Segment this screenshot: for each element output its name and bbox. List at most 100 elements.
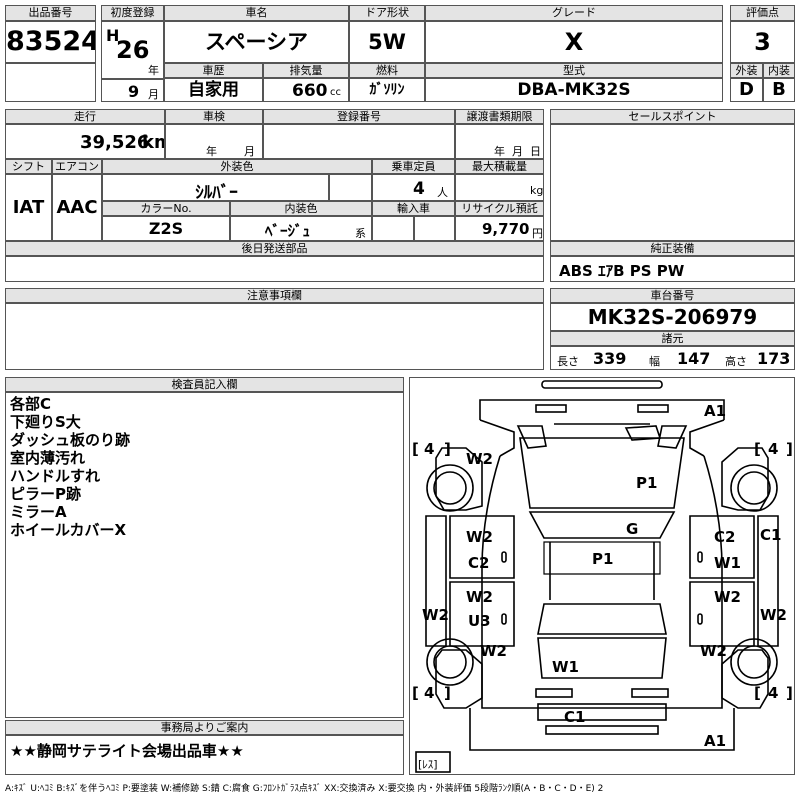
inspector-line: ホイールカバーX: [10, 521, 127, 539]
mileage-label: 走行: [5, 109, 165, 124]
door-cell: 5W: [349, 21, 425, 63]
displacement: 660: [292, 81, 328, 101]
transfer-month: 月: [512, 145, 523, 158]
tyre-fr-open: [: [754, 440, 761, 458]
equipment: ABS ｴｱB PS PW: [559, 262, 685, 280]
score-label: 評価点: [730, 5, 795, 21]
transfer-day: 日: [530, 145, 541, 158]
length-label: 長さ: [557, 355, 579, 368]
ext-color-cell: ｼﾙﾊﾞｰ: [102, 174, 329, 201]
transfer-cell: 年 月 日: [455, 124, 544, 159]
tyre-rl-close: ]: [444, 684, 451, 702]
inspector-line: ダッシュ板のり跡: [10, 431, 131, 449]
ac-cell: AAC: [52, 174, 102, 241]
capacity-label: 乗車定員: [372, 159, 455, 174]
legend: A:ｷｽﾞ U:ﾍｺﾐ B:ｷｽﾞを伴うﾍｺﾐ P:要塗装 W:補修跡 S:錆 …: [5, 784, 604, 794]
inspector-line: ハンドルすれ: [10, 467, 101, 485]
history: 自家用: [188, 80, 239, 100]
mark-w1-right-door: W1: [714, 554, 741, 572]
era: H: [106, 26, 120, 45]
lot-number-cell: 83524: [5, 21, 96, 63]
door-label: ドア形状: [349, 5, 425, 21]
model-cell: DBA-MK32S: [425, 78, 723, 102]
later-parts-label: 後日発送部品: [5, 241, 544, 256]
fuel-label: 燃料: [349, 63, 425, 78]
int-color: ﾍﾞｰｼﾞｭ: [265, 222, 311, 240]
reg-year-unit: 年: [148, 64, 159, 77]
insp-month-unit: 月: [244, 145, 255, 158]
mark-w2-front-door: W2: [466, 528, 493, 546]
grade-label: グレード: [425, 5, 723, 21]
car-outline: A1 W2 P1 G W2 C2 P1 C2 W1 C1 W2 U3 W2 W2…: [412, 380, 793, 773]
tyre-fl-close: ]: [444, 440, 451, 458]
tyre-fl-open: [: [412, 440, 419, 458]
reg-no-label: 登録番号: [263, 109, 455, 124]
color-no-cell: Z2S: [102, 216, 230, 241]
width: 147: [677, 349, 711, 368]
displacement-label: 排気量: [263, 63, 349, 78]
mark-p1-roof: P1: [592, 550, 613, 568]
mark-w2-rear-door: W2: [466, 588, 493, 606]
office-text: ★★静岡サテライト会場出品車★★: [10, 742, 244, 760]
reg-month-unit: 月: [148, 88, 159, 101]
recycle-unit: 円: [532, 227, 543, 240]
exterior-label: 外装: [730, 63, 763, 78]
lot-label: 出品番号: [5, 5, 96, 21]
mark-w1-rear: W1: [552, 658, 579, 676]
displacement-unit: cc: [330, 87, 341, 98]
fuel-cell: ｶﾞｿﾘﾝ: [349, 78, 425, 102]
mark-c1-right-side: C1: [760, 526, 781, 544]
inspection-cell: 年 月: [165, 124, 263, 159]
office-label: 事務局よりご案内: [5, 720, 404, 735]
reg-month-cell: 9 月: [101, 79, 164, 102]
import-cell-a: [372, 216, 414, 241]
reg-month: 9: [128, 82, 140, 101]
lot-number: 83524: [6, 26, 96, 57]
int-color-label: 内装色: [230, 201, 372, 216]
grade-cell: X: [425, 21, 723, 63]
tyre-rr-open: [: [754, 684, 761, 702]
reg-year: 26: [116, 36, 150, 64]
tyre-rl-open: [: [412, 684, 419, 702]
mark-c1-bumper: C1: [564, 708, 585, 726]
mark-w2-left-front: W2: [466, 450, 493, 468]
inspector-line: 下廻りS大: [10, 413, 81, 431]
sales-cell: [550, 124, 795, 241]
exterior-score: D: [739, 79, 754, 100]
tyre-fr-close: ]: [786, 440, 793, 458]
inspector-line: ミラーA: [10, 503, 67, 521]
history-cell: 自家用: [164, 78, 263, 102]
grade: X: [564, 28, 584, 56]
later-parts-cell: [5, 256, 544, 282]
inspector-line: 各部C: [10, 395, 52, 413]
mark-w2-right-rear-door: W2: [714, 588, 741, 606]
lot-blank-cell: [5, 63, 96, 102]
sales-label: セールスポイント: [550, 109, 795, 124]
model-label: 型式: [425, 63, 723, 78]
car-name: スペーシア: [204, 30, 309, 54]
model: DBA-MK32S: [517, 80, 631, 100]
tyre-rl-value: 4: [424, 684, 434, 702]
height: 173: [757, 349, 791, 368]
length: 339: [593, 349, 627, 368]
office-cell: ★★静岡サテライト会場出品車★★: [5, 735, 404, 775]
shift: IAT: [12, 197, 45, 218]
inspector-notes: 各部C 下廻りS大 ダッシュ板のり跡 室内薄汚れ ハンドルすれ ピラーP跡 ミラ…: [5, 392, 404, 718]
ac: AAC: [56, 197, 98, 218]
door-type: 5W: [368, 30, 406, 54]
load-unit: kg: [530, 184, 544, 197]
ac-label: エアコン: [52, 159, 102, 174]
tyre-fl-value: 4: [424, 440, 434, 458]
height-label: 高さ: [725, 355, 747, 368]
equipment-label: 純正装備: [550, 241, 795, 256]
capacity-cell: 4 人: [372, 174, 455, 201]
mileage-cell: 39,526 km: [5, 124, 165, 159]
specs-label: 諸元: [550, 331, 795, 346]
mark-c2-front-door: C2: [468, 554, 489, 572]
mark-u3: U3: [468, 612, 491, 630]
inspector-line: 室内薄汚れ: [10, 449, 86, 467]
interior-cell: B: [763, 78, 795, 102]
tyre-fr-value: 4: [768, 440, 778, 458]
transfer-year: 年: [494, 145, 505, 158]
capacity: 4: [413, 179, 425, 199]
